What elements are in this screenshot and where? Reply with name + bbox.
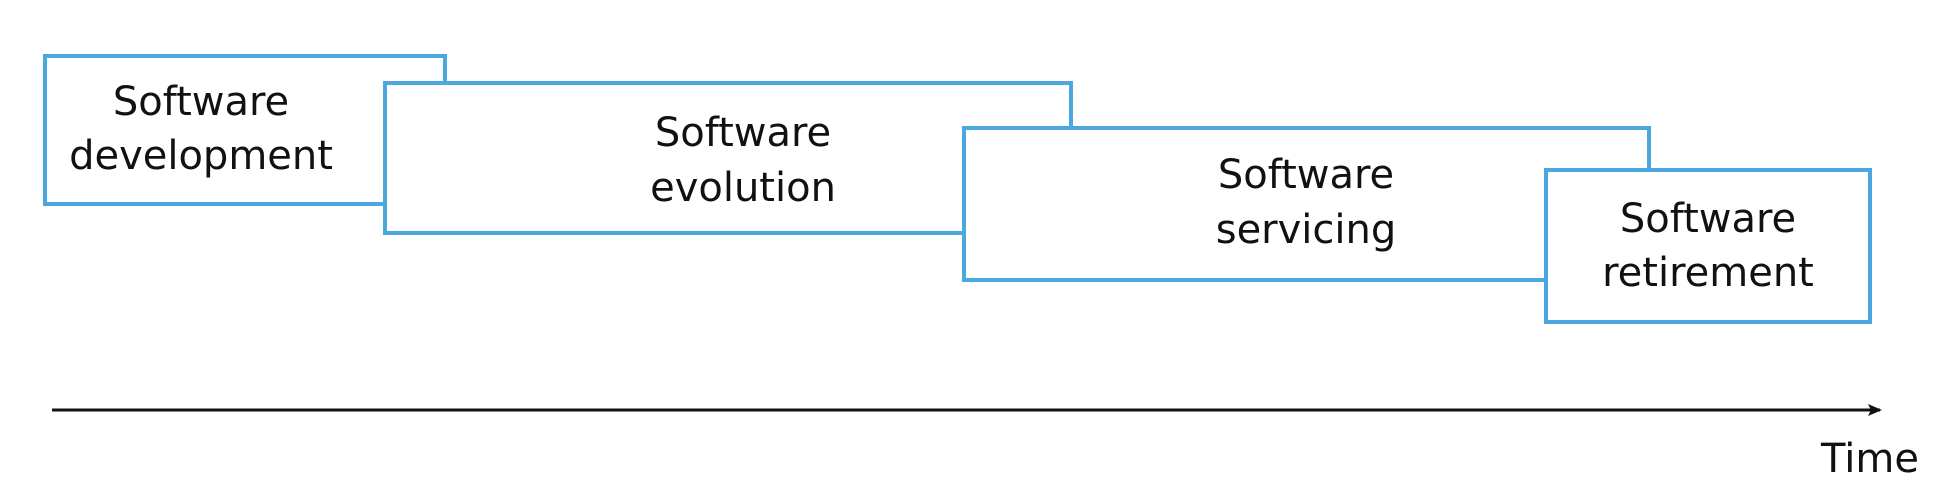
stage-box xyxy=(43,54,447,206)
stage-software-retirement: Software retirement xyxy=(1544,168,1872,324)
stage-label-line2: servicing xyxy=(1216,207,1397,253)
stage-label-line2: evolution xyxy=(650,165,836,211)
stage-box xyxy=(1544,168,1872,324)
stage-box xyxy=(962,126,1651,282)
stage-software-development: Software development xyxy=(43,54,447,206)
stage-label-line1: Software xyxy=(113,79,289,125)
stage-label-line1: Software xyxy=(655,110,831,156)
stage-label-line1: Software xyxy=(1620,196,1796,242)
stage-label-line2: retirement xyxy=(1602,250,1814,296)
time-axis-label: Time xyxy=(1820,436,1919,482)
stage-label-line2: development xyxy=(69,133,333,179)
stage-label-line1: Software xyxy=(1218,152,1394,198)
stage-software-servicing: Software servicing xyxy=(962,126,1651,282)
